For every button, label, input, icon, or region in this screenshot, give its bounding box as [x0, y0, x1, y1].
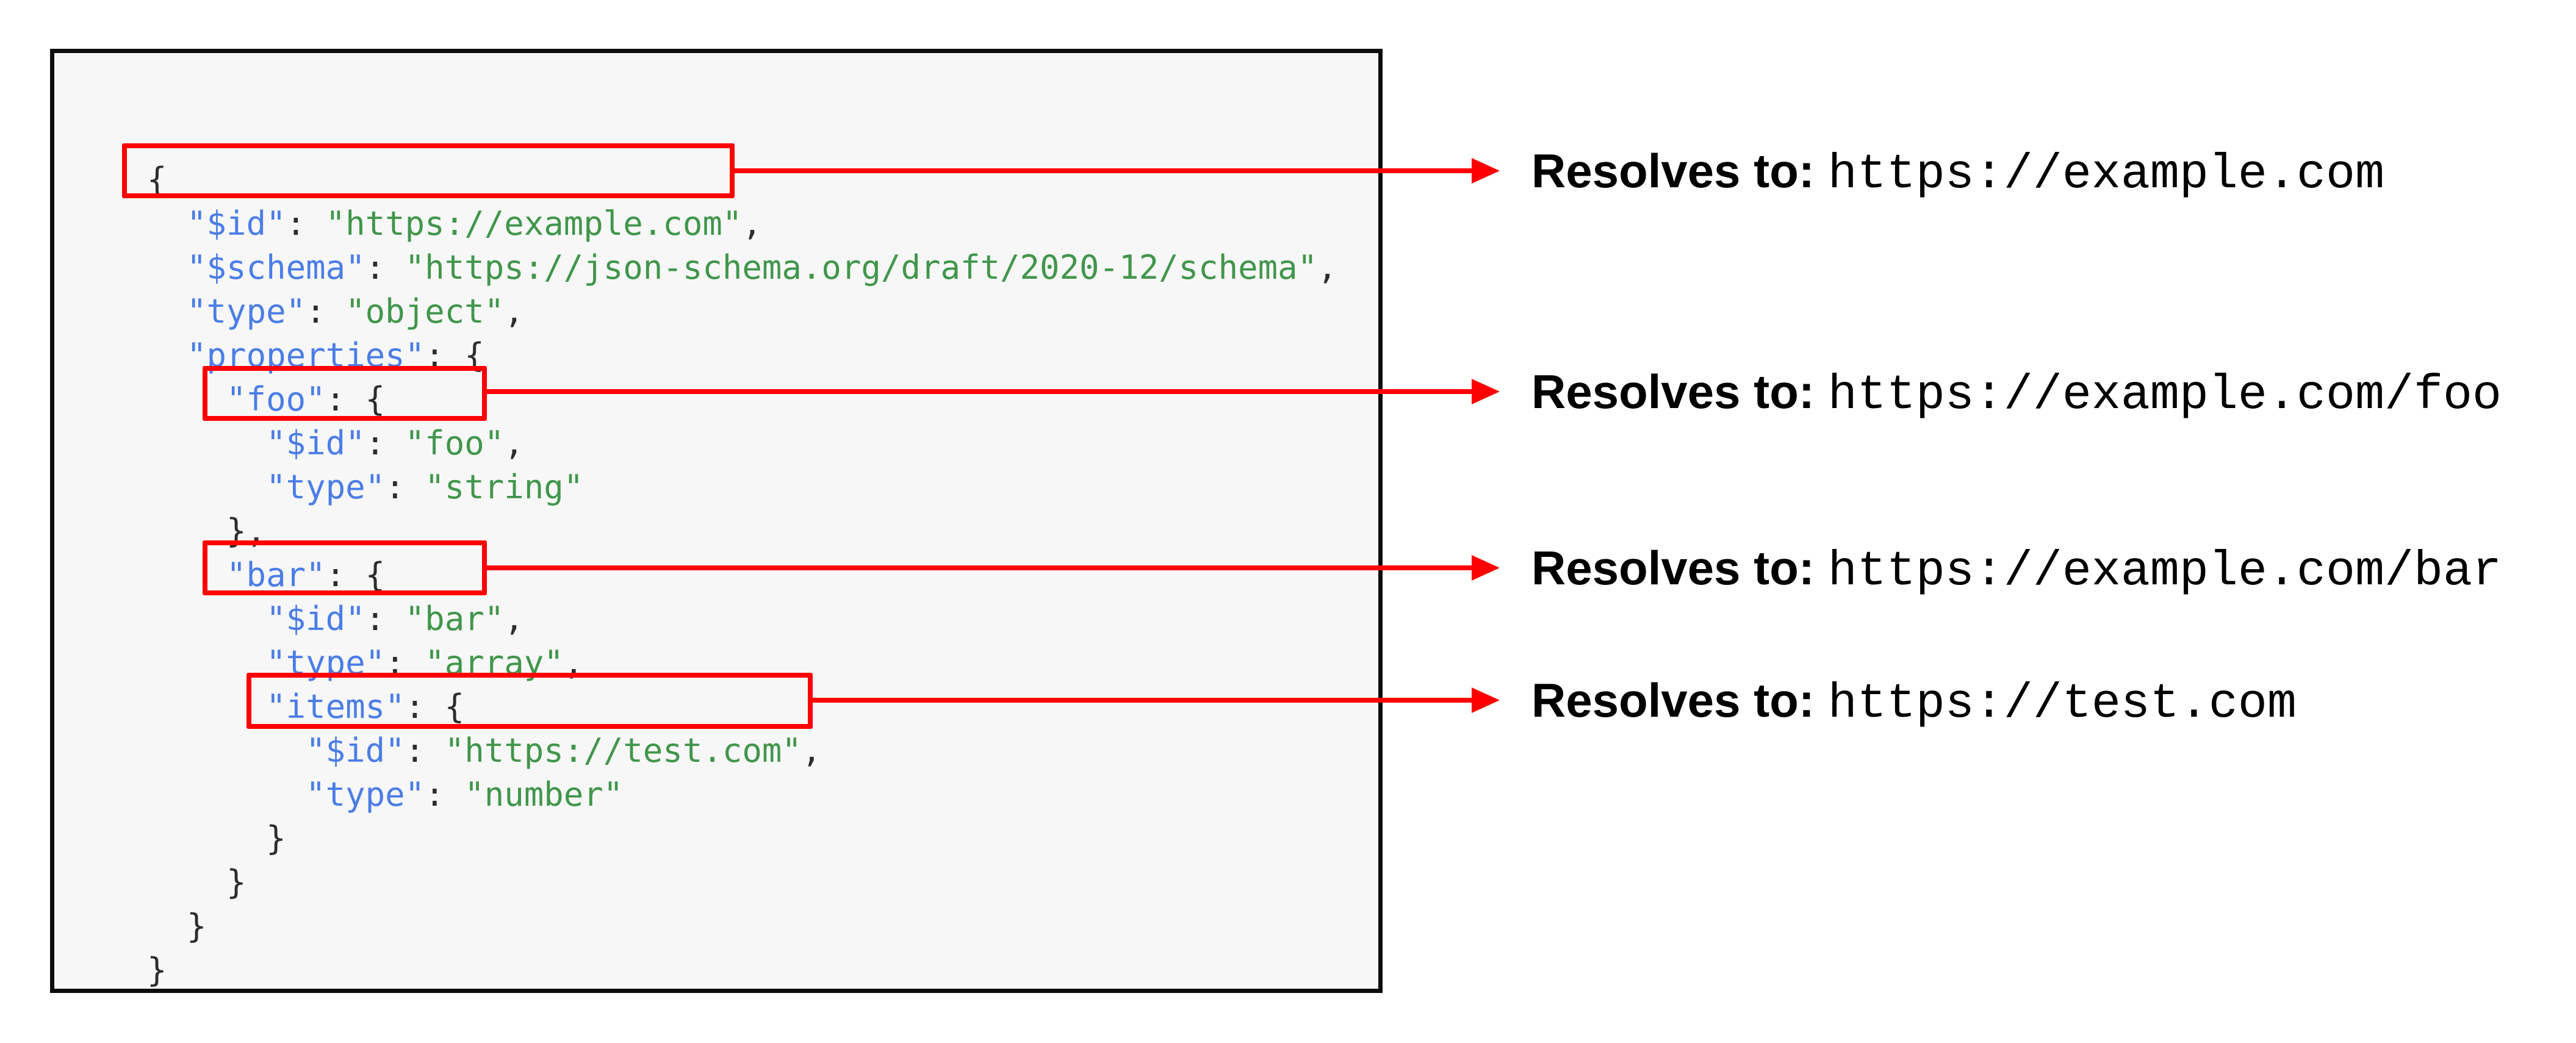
- json-punctuation: [147, 775, 306, 814]
- json-punctuation: :: [385, 468, 425, 506]
- json-punctuation: [147, 204, 187, 243]
- json-key: "$id": [266, 600, 365, 638]
- json-punctuation: [147, 600, 266, 638]
- code-block: { "$id": "https://example.com", "$schema…: [147, 158, 1337, 992]
- json-punctuation: :: [306, 292, 346, 331]
- id-highlight-box-foo: [203, 366, 487, 421]
- json-punctuation: :: [286, 204, 326, 243]
- arrow-line: [487, 565, 1474, 570]
- resolves-annotation-items: Resolves to:https://test.com: [1531, 670, 2297, 732]
- code-line: "bar": {: [147, 553, 1337, 597]
- json-string-value: "number": [464, 775, 624, 814]
- code-line: "$id": "https://example.com",: [147, 202, 1337, 246]
- arrow-head-icon: [1472, 687, 1500, 713]
- json-string-value: "string": [425, 468, 584, 506]
- json-string-value: "https://json-schema.org/draft/2020-12/s…: [405, 248, 1318, 287]
- json-punctuation: [147, 468, 266, 506]
- json-punctuation: }: [147, 907, 207, 945]
- arrow-head-icon: [1472, 158, 1500, 184]
- json-punctuation: ,: [801, 731, 822, 770]
- json-key: "type": [266, 468, 386, 506]
- resolves-label: Resolves to:: [1531, 541, 1815, 595]
- id-highlight-box-items: [246, 673, 813, 729]
- json-punctuation: [147, 292, 187, 331]
- json-schema-code-panel: { "$id": "https://example.com", "$schema…: [50, 49, 1383, 993]
- json-punctuation: ,: [742, 204, 762, 243]
- resolves-annotation-foo: Resolves to:https://example.com/foo: [1531, 361, 2502, 423]
- json-punctuation: [147, 424, 266, 462]
- json-string-value: "bar": [405, 600, 505, 638]
- json-punctuation: ,: [1317, 248, 1337, 287]
- code-line: "$schema": "https://json-schema.org/draf…: [147, 246, 1337, 290]
- json-key: "type": [306, 775, 425, 814]
- resolved-url: https://example.com/foo: [1827, 368, 2502, 423]
- json-key: "$schema": [187, 248, 365, 287]
- resolved-url: https://test.com: [1827, 676, 2297, 732]
- json-punctuation: [147, 336, 187, 375]
- code-line: "foo": {: [147, 378, 1337, 421]
- json-punctuation: :: [365, 424, 405, 462]
- json-punctuation: ,: [504, 424, 524, 462]
- id-highlight-box-bar: [203, 540, 487, 595]
- json-punctuation: [147, 248, 187, 287]
- arrow-line: [735, 168, 1474, 173]
- code-line: "type": "object",: [147, 290, 1337, 334]
- json-string-value: "object": [345, 292, 505, 331]
- json-string-value: "foo": [405, 424, 505, 462]
- arrow-line: [487, 389, 1474, 394]
- code-line: "type": "number": [147, 773, 1337, 817]
- resolved-url: https://example.com: [1827, 147, 2384, 203]
- resolved-url: https://example.com/bar: [1827, 544, 2502, 600]
- json-punctuation: }: [147, 863, 246, 901]
- json-key: "$id": [266, 424, 365, 462]
- json-key: "foo": [226, 380, 326, 418]
- resolves-annotation-bar: Resolves to:https://example.com/bar: [1531, 537, 2502, 600]
- code-line: }: [147, 948, 1337, 992]
- code-line: }: [147, 817, 1337, 861]
- resolves-label: Resolves to:: [1531, 673, 1815, 727]
- code-line: "$id": "foo",: [147, 421, 1337, 465]
- json-punctuation: : {: [325, 380, 386, 418]
- json-punctuation: :: [425, 775, 465, 814]
- json-key: "$id": [306, 731, 405, 770]
- json-string-value: "https://example.com": [325, 204, 743, 243]
- json-punctuation: {: [147, 160, 167, 199]
- json-punctuation: : {: [325, 556, 386, 594]
- json-key: "$id": [187, 204, 286, 243]
- json-punctuation: }: [147, 951, 167, 989]
- code-line: "$id": "bar",: [147, 597, 1337, 641]
- json-punctuation: [147, 731, 306, 770]
- resolves-annotation-root: Resolves to:https://example.com: [1531, 140, 2384, 203]
- code-line: }: [147, 905, 1337, 948]
- code-line: "$id": "https://test.com",: [147, 729, 1337, 773]
- json-punctuation: ,: [504, 600, 524, 638]
- json-string-value: "https://test.com": [444, 731, 802, 770]
- code-line: {: [147, 158, 1337, 202]
- json-punctuation: ,: [504, 292, 524, 331]
- arrow-head-icon: [1472, 379, 1500, 404]
- json-punctuation: }: [147, 819, 286, 858]
- json-punctuation: :: [365, 248, 405, 287]
- arrow-line: [813, 698, 1474, 703]
- resolves-label: Resolves to:: [1531, 144, 1815, 198]
- code-line: "type": "string": [147, 465, 1337, 509]
- json-key: "items": [266, 687, 405, 726]
- json-punctuation: :: [365, 600, 405, 638]
- id-highlight-box-root: [122, 143, 735, 198]
- json-key: "type": [187, 292, 306, 331]
- json-key: "bar": [226, 556, 326, 594]
- code-line: }: [147, 861, 1337, 905]
- json-punctuation: :: [405, 731, 445, 770]
- json-punctuation: : {: [405, 687, 465, 726]
- arrow-head-icon: [1472, 555, 1500, 581]
- resolves-label: Resolves to:: [1531, 365, 1815, 418]
- code-line: "items": {: [147, 685, 1337, 729]
